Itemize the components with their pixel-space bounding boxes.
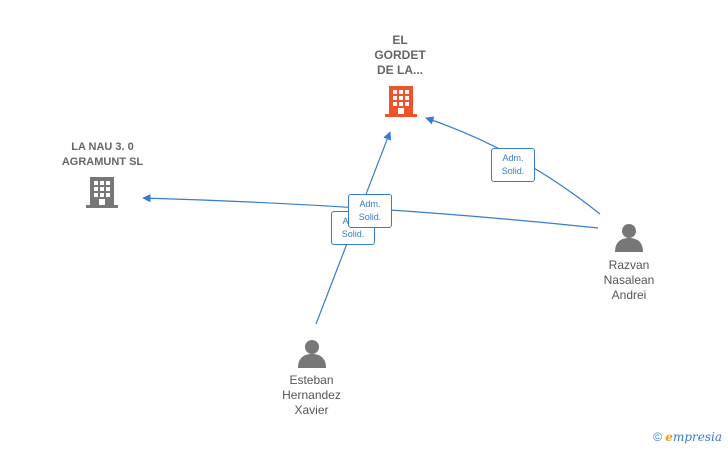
label-line: GORDET (374, 48, 426, 62)
building-icon[interactable] (86, 175, 118, 209)
node-label-la-nau: LA NAU 3. 0 AGRAMUNT SL (40, 140, 165, 170)
edge-label-line: Solid. (501, 166, 525, 176)
node-label-esteban: Esteban Hernandez Xavier (264, 373, 359, 418)
label-line: AGRAMUNT SL (61, 156, 144, 168)
brand-logo: empresia (665, 430, 722, 444)
label-line: Hernandez (282, 388, 341, 402)
edge-label-line: Solid. (358, 212, 382, 222)
label-line: Razvan (608, 258, 650, 272)
node-label-el-gordet: EL GORDET DE LA... (350, 33, 450, 78)
building-icon[interactable] (385, 84, 417, 118)
label-line: LA NAU 3. 0 (71, 141, 134, 153)
label-line: EL (392, 33, 408, 47)
copyright-icon: © (653, 430, 662, 444)
person-icon[interactable] (614, 222, 644, 252)
label-line: Nasalean (603, 273, 655, 287)
node-label-razvan: Razvan Nasalean Andrei (584, 258, 674, 303)
brand-logo-letter: e (665, 430, 673, 444)
edge-label-line: Adm. (359, 199, 381, 209)
edge-label-razvan-el-gordet[interactable]: Adm. Solid. (491, 148, 535, 182)
person-icon[interactable] (297, 338, 327, 368)
edge-label-line: Solid. (341, 229, 365, 239)
label-line: Xavier (294, 403, 329, 417)
footer-brand: © empresia (653, 430, 722, 444)
edge-label-line: Adm. (502, 153, 524, 163)
label-line: DE LA... (376, 63, 423, 77)
label-line: Andrei (611, 288, 647, 302)
label-line: Esteban (289, 373, 334, 387)
edge-label-esteban-el-gordet[interactable]: Adm. Solid. (348, 194, 392, 228)
brand-logo-text: mpresia (672, 430, 722, 444)
